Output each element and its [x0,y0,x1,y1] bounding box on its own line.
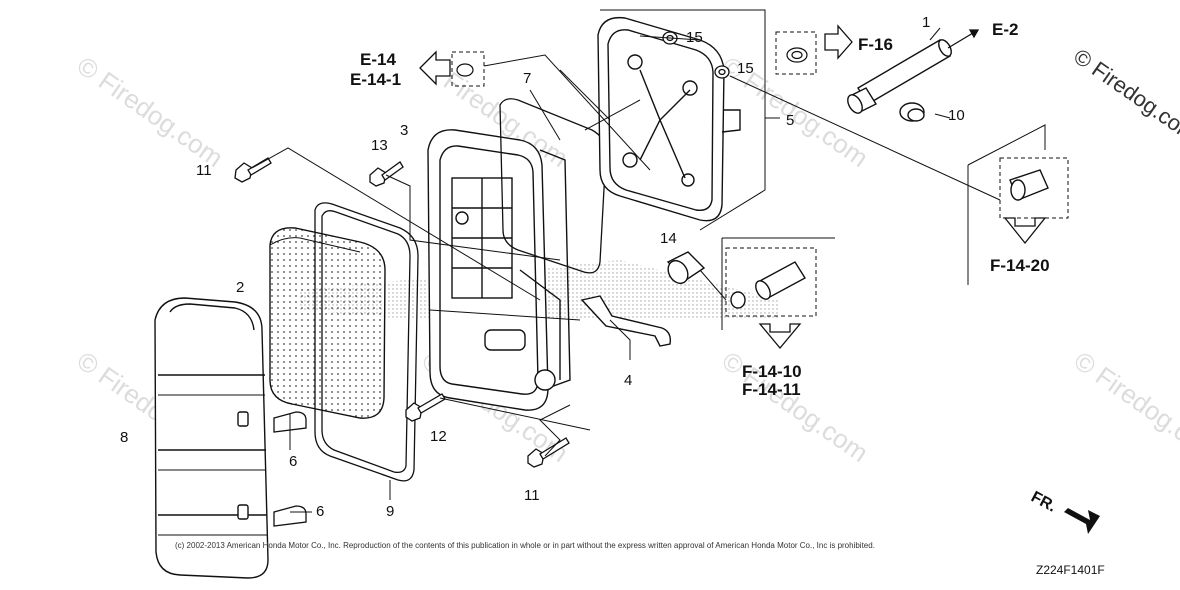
nut-15-b [714,65,730,79]
tube-part [847,39,952,114]
callout-14: 14 [660,230,677,247]
callout-6: 6 [316,503,324,520]
bolt-11-upper [234,157,272,183]
callout-15: 15 [737,60,754,77]
callout-12: 12 [430,428,447,445]
callout-13: 13 [371,137,388,154]
ref-f-16: F-16 [858,35,893,54]
ref-f-14-11: F-14-11 [742,380,801,399]
front-direction-arrow: FR. [1028,489,1100,534]
small-fittings [456,47,808,77]
callout-5: 5 [786,112,794,129]
bolt-13 [369,161,404,187]
watermark: © Firedog.com [1069,345,1180,468]
fr-label: FR. [1028,489,1059,516]
hose-f1420-part [1009,169,1049,201]
callout-labels: 1 2 3 4 5 6 6 7 8 9 10 11 11 12 13 14 15… [120,14,965,520]
bracket-part [580,295,672,347]
callout-15: 15 [686,29,703,46]
air-cleaner-upper-case-part [597,16,741,222]
watermark: © Firedog.com [72,50,229,173]
callout-10: 10 [948,107,965,124]
clip-part [273,411,307,527]
watermark: © Firedog.com [1069,44,1180,147]
diagram-code: Z224F1401F [1036,563,1105,577]
callout-3: 3 [400,122,408,139]
tube-14-part [666,251,706,285]
reference-labels: E-14 E-14-1 F-16 E-2 F-14-20 F-14-10 F-1… [350,20,1050,399]
callout-9: 9 [386,503,394,520]
callout-1: 1 [922,14,930,31]
copyright-notice: (c) 2002-2013 American Honda Motor Co., … [175,541,875,550]
dashed-boxes [451,31,1069,317]
callout-6: 6 [289,453,297,470]
upper-gasket-part [499,98,607,274]
ref-e-2: E-2 [992,20,1018,39]
callout-2: 2 [236,279,244,296]
hose-part [730,261,806,309]
ref-f-14-20: F-14-20 [990,256,1050,275]
callout-11: 11 [196,162,212,179]
leader-lines [251,9,1046,513]
air-cleaner-cover-part [154,297,269,579]
gasket-part [314,202,419,482]
callout-8: 8 [120,429,128,446]
ref-e-14-1: E-14-1 [350,70,401,89]
arrows [419,24,1047,350]
ref-e-14: E-14 [360,50,396,69]
callout-7: 7 [523,70,531,87]
grommet-part [899,102,925,122]
bolt-12 [405,393,446,422]
callout-4: 4 [624,372,632,389]
filter-element-part [269,227,386,419]
callout-11: 11 [524,487,540,504]
ref-f-14-10: F-14-10 [742,362,802,381]
